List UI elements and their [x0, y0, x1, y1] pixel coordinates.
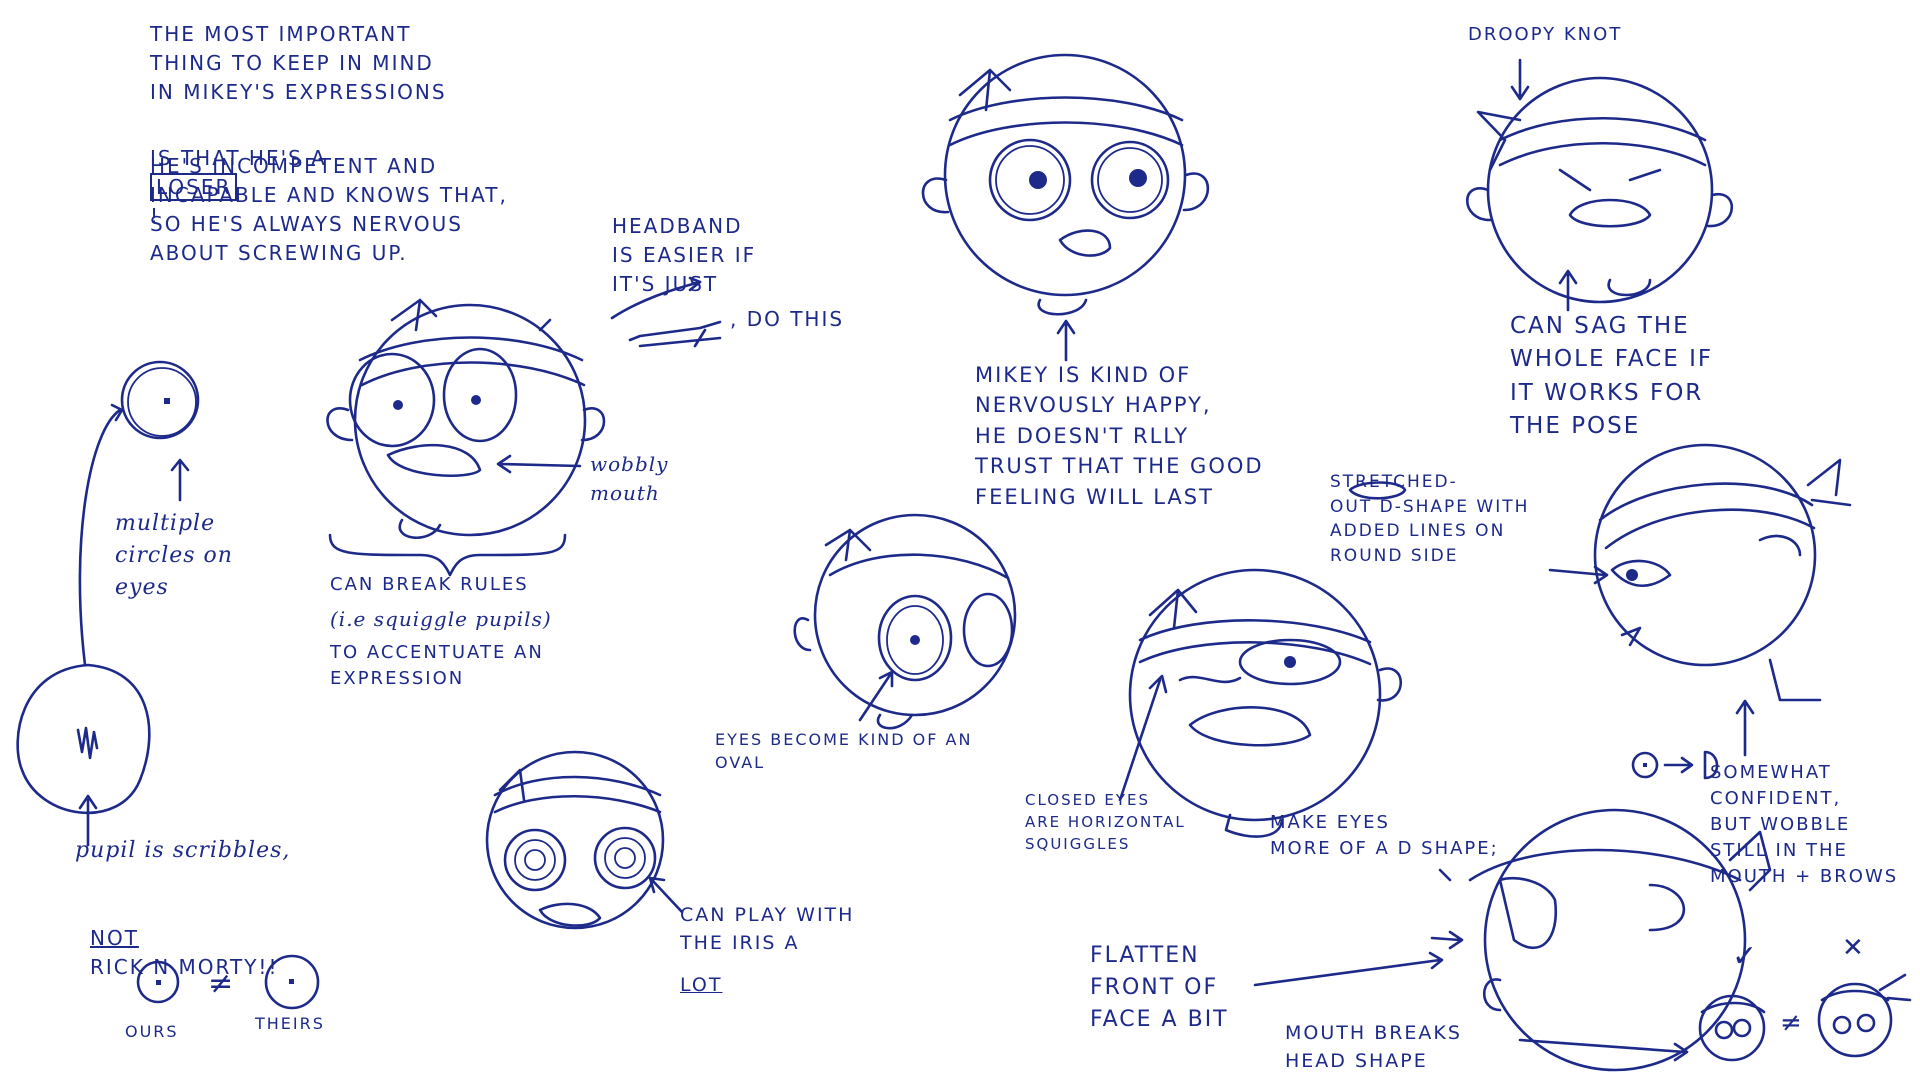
somewhat-confident-note: SOMEWHAT CONFIDENT, BUT WOBBLE STILL IN … [1710, 762, 1899, 888]
oval-eyes-note: EYES BECOME KIND OF AN OVAL [715, 730, 973, 773]
arrow [1118, 674, 1168, 802]
arrow [1518, 1038, 1689, 1062]
arrow [1056, 319, 1076, 362]
arrow [78, 408, 122, 667]
multiple-circles-note: multiple circles on eyes [115, 511, 233, 600]
wobbly-mouth-note: wobbly mouth [590, 452, 669, 505]
eye-theirs-icon [264, 954, 320, 1010]
face-sketch-wobbly [326, 298, 606, 539]
arrow [1735, 699, 1755, 757]
not-equal-sign: ≠ [208, 966, 236, 1001]
arrow [858, 670, 894, 722]
arrow [1558, 269, 1578, 312]
do-this-note: , DO THIS [730, 307, 845, 331]
loser-box: LOSER [150, 173, 238, 201]
arrow [170, 458, 190, 502]
rick-n-morty-note: RICK N MORTY!! [90, 955, 279, 979]
break-rules-note: CAN BREAK RULES [330, 574, 529, 595]
small-faces-not-equal: ≠ [1780, 1008, 1804, 1038]
intro-loser-line: IS THAT HE'S A LOSER ! [150, 115, 327, 231]
arrow [648, 876, 684, 914]
mikey-happy-note: MIKEY IS KIND OF NERVOUSLY HAPPY, HE DOE… [975, 363, 1264, 509]
closed-eyes-note: CLOSED EYES ARE HORIZONTAL SQUIGGLES [1025, 791, 1186, 853]
headband-stroke-icon [628, 320, 722, 348]
ours-label: OURS [125, 1022, 179, 1041]
face-sketch-sag [1465, 76, 1734, 304]
sag-face-note: CAN SAG THE WHOLE FACE IF IT WORKS FOR T… [1510, 313, 1714, 440]
arrow [1430, 930, 1464, 950]
arrow [78, 794, 98, 847]
pupil-not-line: NOT RICK N MORTY!! [90, 895, 278, 982]
theirs-label: THEIRS [255, 1014, 325, 1033]
eye-scribble-pupil-icon [16, 663, 151, 815]
face-sketch-happy [921, 53, 1210, 316]
face-sketch-oval-eyes [793, 513, 1017, 730]
stretched-d-shape-note: STRETCHED- OUT D-SHAPE WITH ADDED LINES … [1330, 472, 1530, 566]
not-underlined: NOT [90, 926, 139, 950]
arrow [610, 280, 702, 320]
intro-note-part: IS THAT HE'S A [150, 146, 327, 170]
d-shape-eye-icon [1631, 750, 1719, 780]
face-sketch-confident [1468, 808, 1772, 1072]
eye-ours-icon [136, 960, 180, 1004]
brace [328, 533, 567, 577]
cross-mark-icon: ✕ [1842, 933, 1866, 963]
check-mark-icon: ✓ [1732, 939, 1760, 974]
squiggle-pupils-note: (i.e squiggle pupils) [330, 607, 552, 631]
iris-lot-note: LOT [680, 974, 723, 996]
face-sketch-profile [1593, 443, 1852, 702]
iris-note: CAN PLAY WITH THE IRIS A [680, 904, 855, 954]
pupil-note: pupil is scribbles, [75, 838, 291, 863]
intro-note-rest: HE'S INCOMPETENT AND INCAPABLE AND KNOWS… [150, 154, 508, 265]
intro-note: THE MOST IMPORTANT THING TO KEEP IN MIND… [150, 22, 447, 104]
d-shape-eyes-note: MAKE EYES MORE OF A D SHAPE; [1270, 812, 1499, 860]
face-sketch-closed-eyes [1128, 568, 1402, 838]
face-sketch-small-bad [1817, 973, 1912, 1058]
arrow [1438, 868, 1452, 882]
headband-note: HEADBAND IS EASIER IF IT'S JUST [612, 214, 757, 296]
arrow [496, 454, 582, 474]
droopy-knot-note: DROOPY KNOT [1468, 24, 1623, 45]
arrow [1548, 565, 1609, 585]
arrow [1253, 951, 1444, 987]
face-sketch-small-good [1698, 994, 1766, 1062]
eye-multiple-circles-icon [120, 360, 200, 440]
intro-note-exclaim: ! [150, 204, 161, 228]
mouth-breaks-note: MOUTH BREAKS HEAD SHAPE [1285, 1022, 1462, 1072]
accentuate-note: TO ACCENTUATE AN EXPRESSION [330, 642, 544, 690]
flatten-face-note: FLATTEN FRONT OF FACE A BIT [1090, 943, 1229, 1032]
arrow [1510, 58, 1530, 101]
face-sketch-iris [485, 750, 665, 930]
